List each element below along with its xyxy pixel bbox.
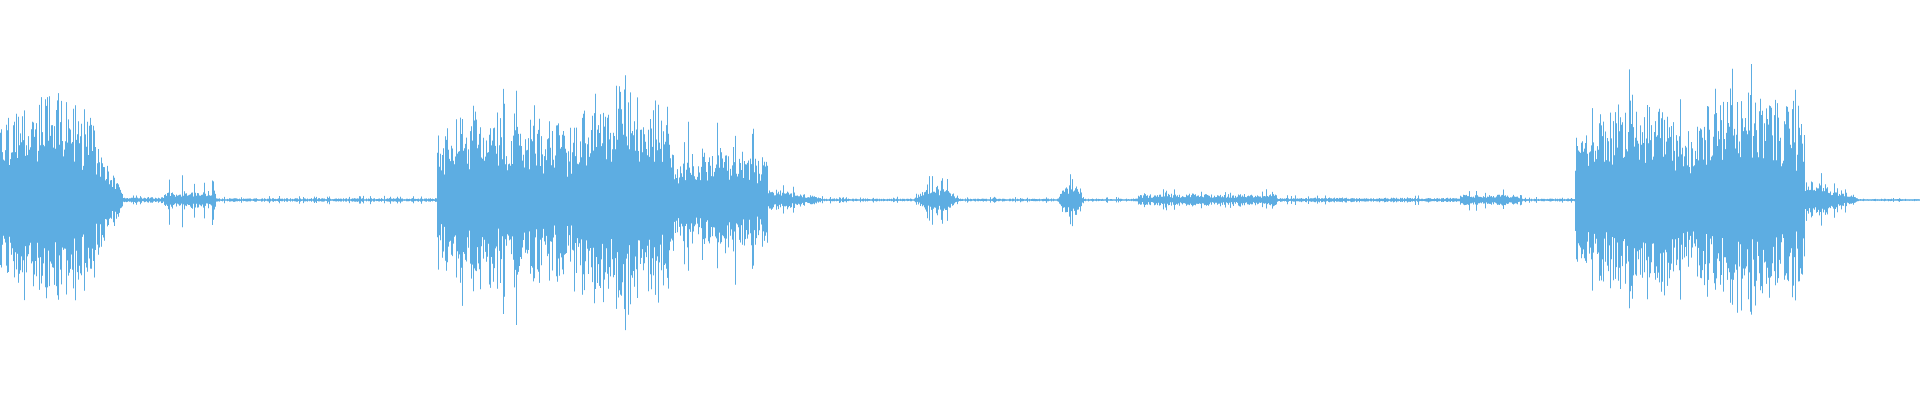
waveform-samples <box>0 64 1920 331</box>
waveform-amplitude-path <box>0 64 1920 331</box>
